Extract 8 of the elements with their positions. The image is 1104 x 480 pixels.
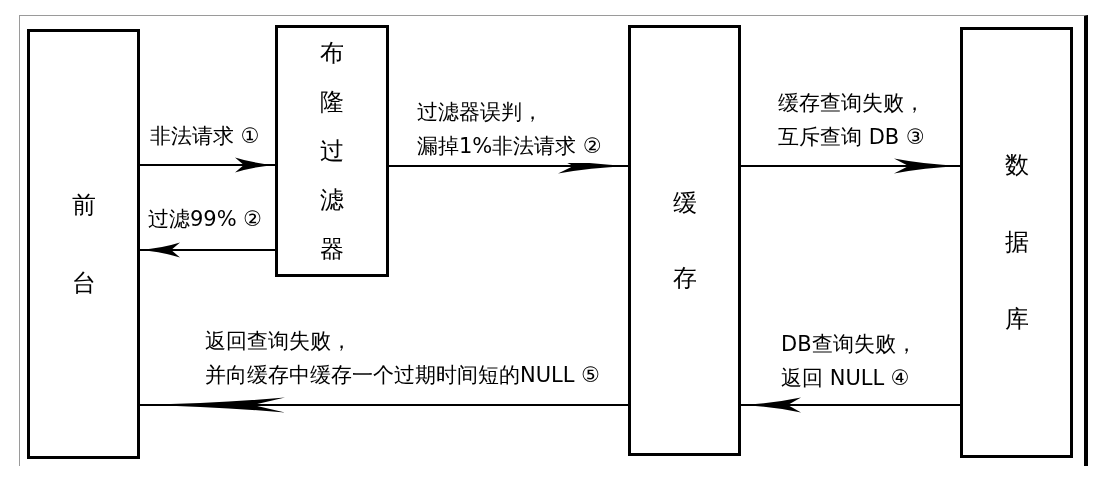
- node-label: 数据库: [1004, 150, 1029, 335]
- process-box: [960, 27, 1073, 458]
- node-label: 前台: [71, 190, 96, 299]
- node-label: 缓存: [672, 187, 697, 294]
- process-box: [275, 25, 389, 277]
- process-box: [27, 29, 140, 459]
- node-label: 布隆过滤器: [320, 37, 344, 265]
- process-box: [628, 25, 741, 456]
